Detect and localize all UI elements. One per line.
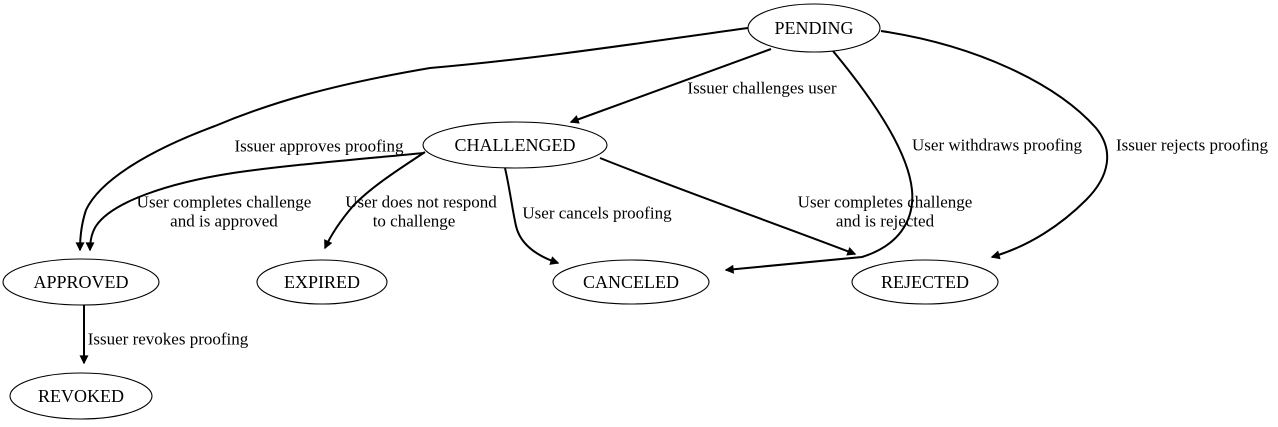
edge-label-challenged-rejected-line2: and is rejected: [836, 212, 935, 231]
node-label-rejected: REJECTED: [881, 272, 969, 292]
edge-pending-challenged: [569, 48, 772, 124]
edge-pending-approved: [75, 27, 749, 252]
node-approved: [2, 258, 160, 306]
edge-label-pending-rejected: Issuer rejects proofing: [1116, 136, 1269, 155]
node-expired: [256, 259, 388, 305]
edge-label-challenged-canceled: User cancels proofing: [522, 204, 672, 223]
edge-label-pending-approved: Issuer approves proofing: [234, 137, 404, 156]
edge-label-approved-revoked: Issuer revokes proofing: [88, 330, 249, 349]
edge-pending-rejected: [880, 30, 1109, 260]
node-label-canceled: CANCELED: [583, 272, 679, 292]
edge-label-challenged-expired-line1: User does not respond: [345, 193, 497, 212]
node-pending: [747, 3, 881, 53]
node-label-expired: EXPIRED: [284, 272, 360, 292]
edge-label-challenged-expired-line2: to challenge: [373, 212, 456, 231]
edge-challenged-canceled: [504, 167, 560, 265]
edge-label-challenged-approved-line2: and is approved: [170, 212, 278, 231]
edge-challenged-rejected: [599, 157, 857, 256]
node-canceled: [552, 259, 710, 305]
node-label-challenged: CHALLENGED: [455, 135, 576, 155]
node-rejected: [851, 259, 999, 305]
edge-label-challenged-approved-line1: User completes challenge: [137, 193, 312, 212]
node-label-revoked: REVOKED: [38, 386, 124, 406]
node-label-pending: PENDING: [775, 18, 854, 38]
edge-pending-canceled: [724, 50, 914, 274]
edge-label-challenged-rejected-line1: User completes challenge: [798, 193, 973, 212]
node-challenged: [422, 121, 608, 169]
edge-challenged-expired: [324, 151, 426, 250]
node-revoked: [9, 372, 153, 420]
edge-label-pending-challenged: Issuer challenges user: [687, 79, 837, 98]
edge-challenged-approved: [85, 152, 425, 252]
edge-label-pending-canceled: User withdraws proofing: [912, 136, 1082, 155]
nodes-layer: PENDING CHALLENGED APPROVED EXPIRED CANCELED…: [2, 3, 999, 420]
node-label-approved: APPROVED: [33, 272, 128, 292]
